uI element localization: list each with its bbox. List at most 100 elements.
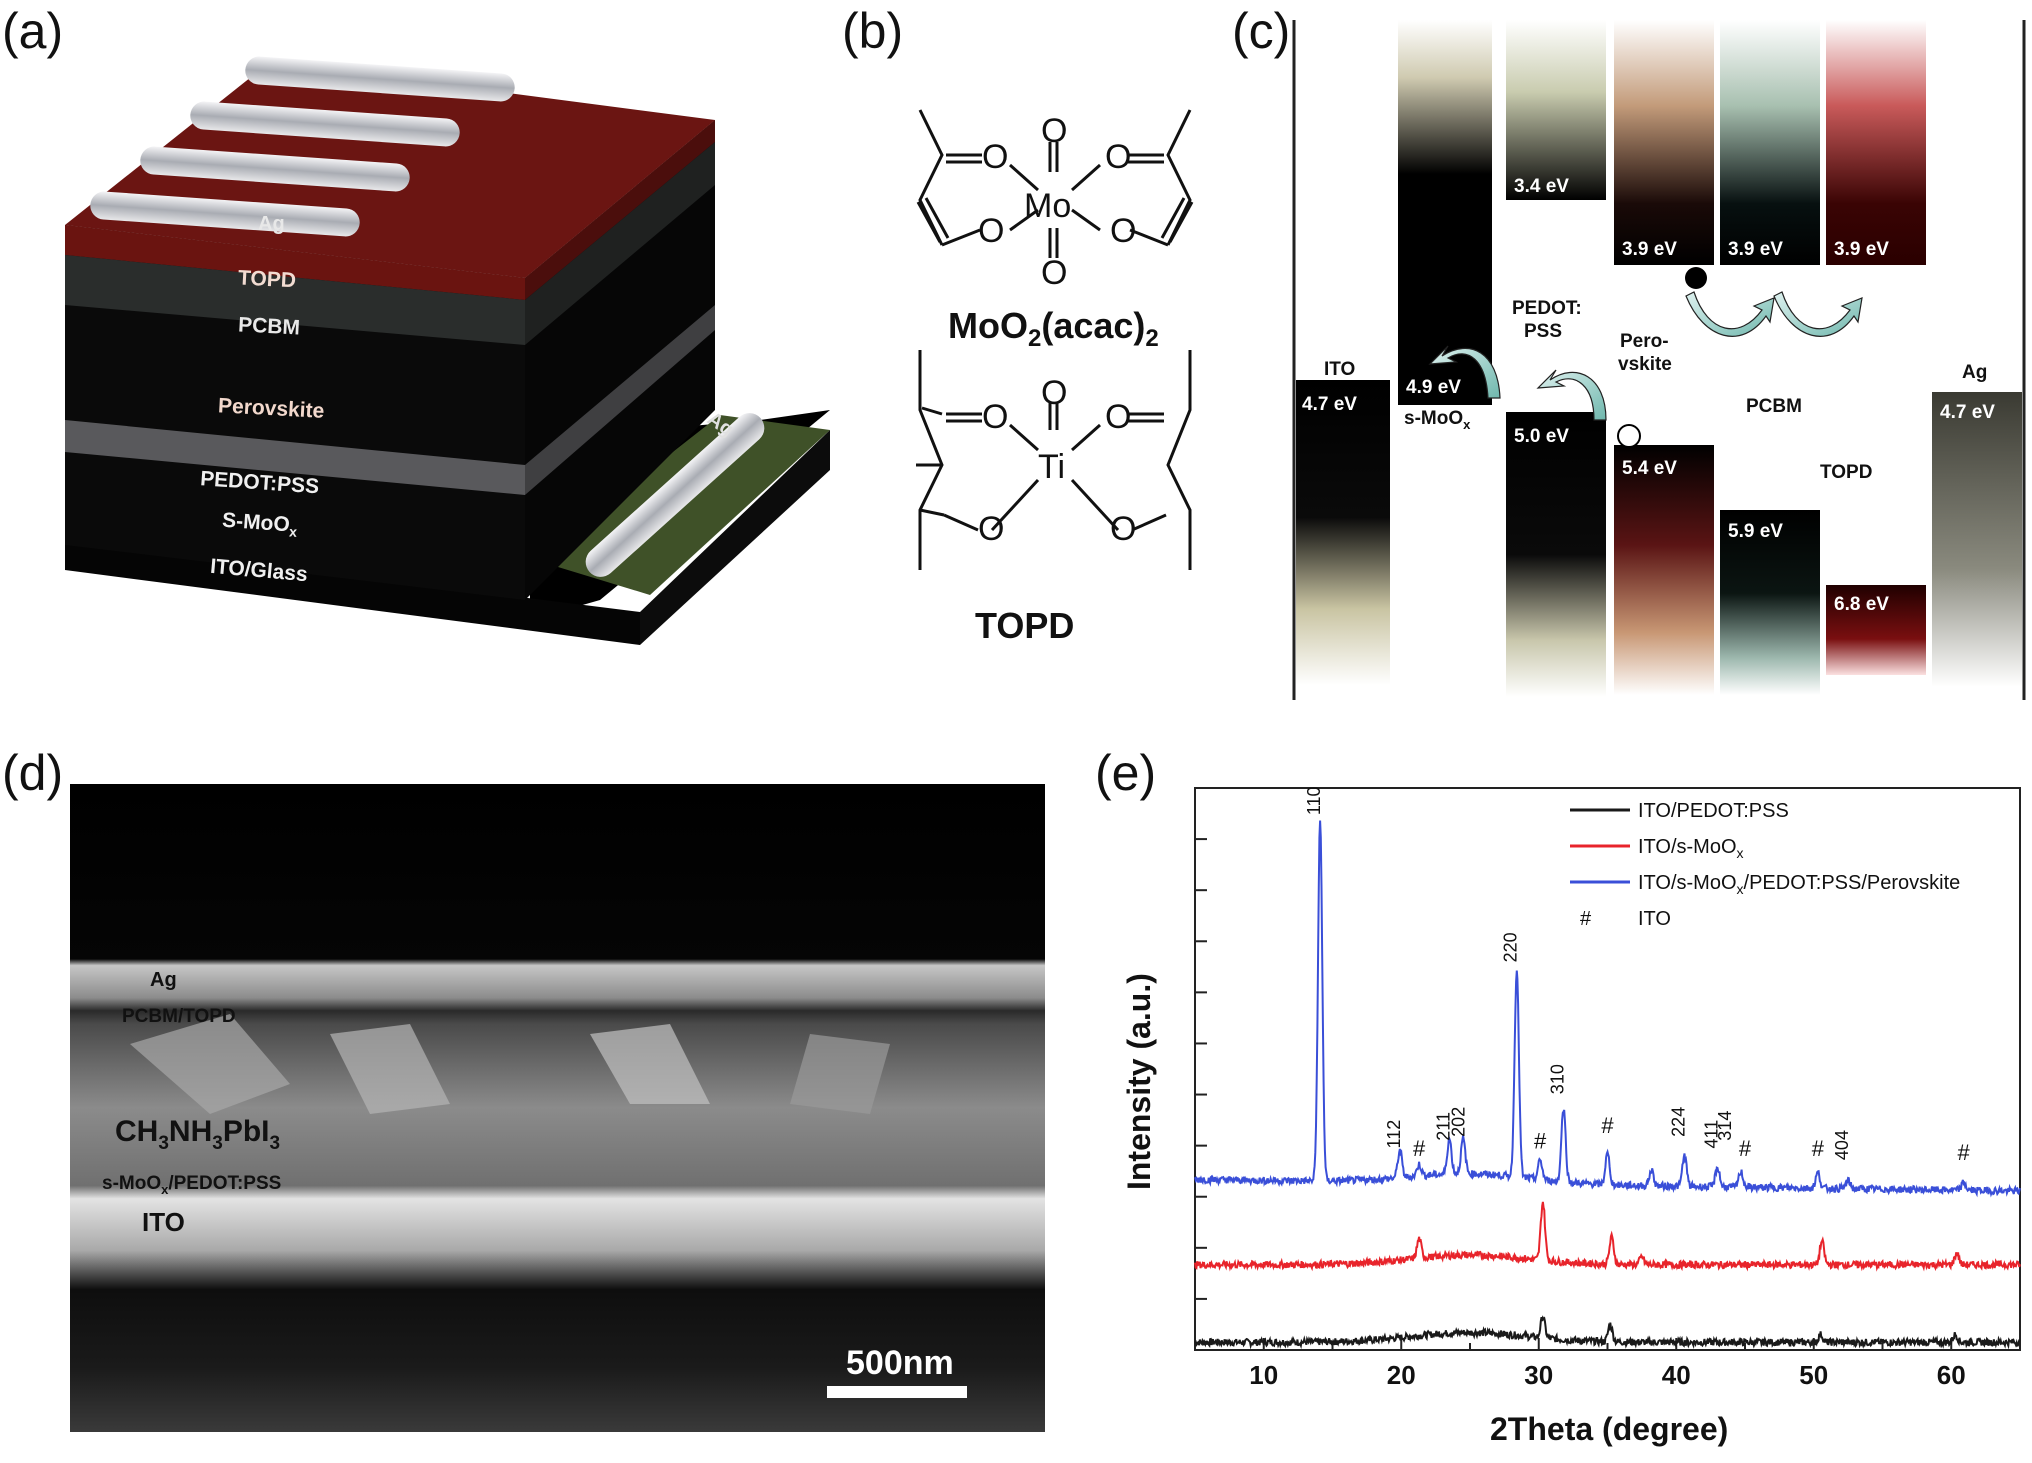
ag-label: Ag — [1962, 362, 1987, 383]
substrate-side — [640, 430, 830, 645]
ito-band — [1296, 380, 1390, 685]
peak-label: 112 — [1384, 1120, 1404, 1149]
hole-dot — [1617, 424, 1641, 448]
layer-label-pcbm: PCBM — [238, 313, 301, 339]
x-tick-label: 40 — [1662, 1360, 1691, 1390]
pcbm-homo-band — [1720, 510, 1820, 695]
pero-lumo-band — [1614, 20, 1714, 265]
scale-bar — [827, 1386, 967, 1398]
layer-pedot — [65, 420, 525, 495]
ti-o-left: O — [982, 398, 1008, 436]
series-layer — [1194, 820, 2021, 1350]
scale-bar-label: 500nm — [846, 1344, 954, 1382]
pcbm-lumo-band — [1720, 20, 1820, 265]
topd-lumo-energy: 3.9 eV — [1834, 239, 1889, 260]
x-tick-label: 10 — [1249, 1360, 1278, 1390]
chemical-structures: Mo O O O O O O MoO2(acac)2 Ti O O O O O … — [916, 109, 1194, 646]
energy-level-diagram: 4.7 eV 4.9 eV 3.4 eV 5.0 eV 3.9 eV 5.4 e… — [1292, 20, 2026, 700]
moo2acac2-structure — [916, 109, 1194, 258]
peak-label: # — [1534, 1128, 1547, 1153]
legend: ITO/PEDOT:PSSITO/s-MoOxITO/s-MoOx/PEDOT:… — [1570, 800, 1960, 930]
series-line — [1194, 1201, 2021, 1272]
pero-label-1: Pero- — [1620, 331, 1669, 352]
panel-label-d: (d) — [2, 745, 64, 801]
smoox-band — [1398, 20, 1492, 405]
topd-homo-energy: 6.8 eV — [1834, 594, 1889, 615]
pedot-lumo-band — [1506, 20, 1606, 200]
peak-label: 404 — [1832, 1130, 1852, 1160]
topd-name: TOPD — [975, 605, 1074, 646]
pero-lumo-energy: 3.9 eV — [1622, 239, 1677, 260]
arrow-pedot-to-smoox — [1428, 345, 1501, 399]
x-tick-label: 20 — [1387, 1360, 1416, 1390]
peak-label: # — [1958, 1140, 1971, 1165]
pedot-homo-band — [1506, 412, 1606, 697]
x-tick-label: 30 — [1524, 1360, 1553, 1390]
substrate-front — [65, 540, 640, 645]
peak-label: 310 — [1548, 1064, 1568, 1094]
perovskite-grain-1 — [130, 1014, 290, 1114]
legend-hash-label: ITO — [1638, 908, 1671, 930]
topd-structure — [916, 350, 1192, 570]
pedot-homo-energy: 5.0 eV — [1514, 426, 1569, 447]
pero-homo-energy: 5.4 eV — [1622, 458, 1677, 479]
arrow-pero-to-pcbm — [1685, 291, 1775, 337]
sem-cross-section: Ag PCBM/TOPD CH3NH3PbI3 s-MoOx/PEDOT:PSS… — [70, 784, 1045, 1432]
mo-o-botleft: O — [978, 212, 1004, 250]
pedot-lumo-energy: 3.4 eV — [1514, 176, 1569, 197]
ag-finger-4 — [90, 191, 360, 237]
ag-side-electrode — [585, 413, 765, 577]
peak-label: 110 — [1304, 786, 1324, 815]
pedot-label-1: PEDOT: — [1512, 298, 1582, 319]
legend-label: ITO/PEDOT:PSS — [1638, 800, 1789, 822]
peak-label: 220 — [1501, 932, 1521, 962]
ag-energy: 4.7 eV — [1940, 402, 1995, 423]
ag-finger-1 — [245, 56, 515, 102]
pedot-label-2: PSS — [1524, 321, 1562, 342]
x-ticks: 10 20 30 40 50 60 — [1194, 1338, 2021, 1390]
layer-pcbm — [65, 255, 525, 345]
electron-dot — [1685, 267, 1707, 289]
ito-energy: 4.7 eV — [1302, 394, 1357, 415]
stack-side-pcbm — [525, 142, 715, 345]
y-ticks — [1195, 838, 1207, 1300]
ag-top-label: Ag — [258, 213, 285, 235]
sem-label-moox: s-MoOx/PEDOT:PSS — [102, 1173, 281, 1197]
device-stack-diagram: Ag Ag TOPD PCBM Perovskite PEDOT:PSS S-M… — [65, 56, 830, 645]
x-axis-label: 2Theta (degree) — [1490, 1411, 1728, 1447]
smoox-energy: 4.9 eV — [1406, 377, 1461, 398]
pcbm-lumo-energy: 3.9 eV — [1728, 239, 1783, 260]
panel-label-e: (e) — [1095, 745, 1157, 801]
legend-hash: # — [1580, 908, 1592, 930]
pero-homo-band — [1614, 445, 1714, 695]
stack-side-pedot — [525, 305, 715, 495]
mo-o-topright: O — [1105, 138, 1131, 176]
sem-label-ito: ITO — [142, 1207, 185, 1237]
layer-label-smoox: S-MoOx — [221, 509, 298, 540]
arrow-pcbm-to-topd — [1773, 291, 1863, 337]
smoox-label: s-MoOx — [1404, 408, 1471, 432]
perovskite-grain-2 — [330, 1024, 450, 1114]
ti-atom: Ti — [1038, 448, 1065, 486]
peak-label: 411 — [1702, 1120, 1722, 1149]
mo-o-bottom: O — [1041, 254, 1067, 292]
x-tick-label: 50 — [1799, 1360, 1828, 1390]
moo2acac2-name: MoO2(acac)2 — [948, 305, 1159, 352]
x-tick-label: 60 — [1937, 1360, 1966, 1390]
mo-o-botright: O — [1110, 212, 1136, 250]
peak-label: # — [1812, 1136, 1825, 1161]
sem-label-pcbm: PCBM/TOPD — [122, 1006, 236, 1027]
layer-topd — [65, 225, 525, 300]
sem-label-perovskite: CH3NH3PbI3 — [115, 1115, 280, 1154]
peak-label: 211 — [1433, 1112, 1453, 1141]
panel-label-b: (b) — [842, 3, 904, 59]
ti-o-right: O — [1105, 398, 1131, 436]
pcbm-label: PCBM — [1746, 396, 1802, 417]
peak-label: 224 — [1669, 1107, 1689, 1137]
layer-label-perovskite: Perovskite — [218, 394, 325, 423]
y-axis-label: Intensity (a.u.) — [1121, 973, 1157, 1190]
mo-o-top: O — [1041, 112, 1067, 150]
perovskite-grain-3 — [590, 1024, 710, 1104]
